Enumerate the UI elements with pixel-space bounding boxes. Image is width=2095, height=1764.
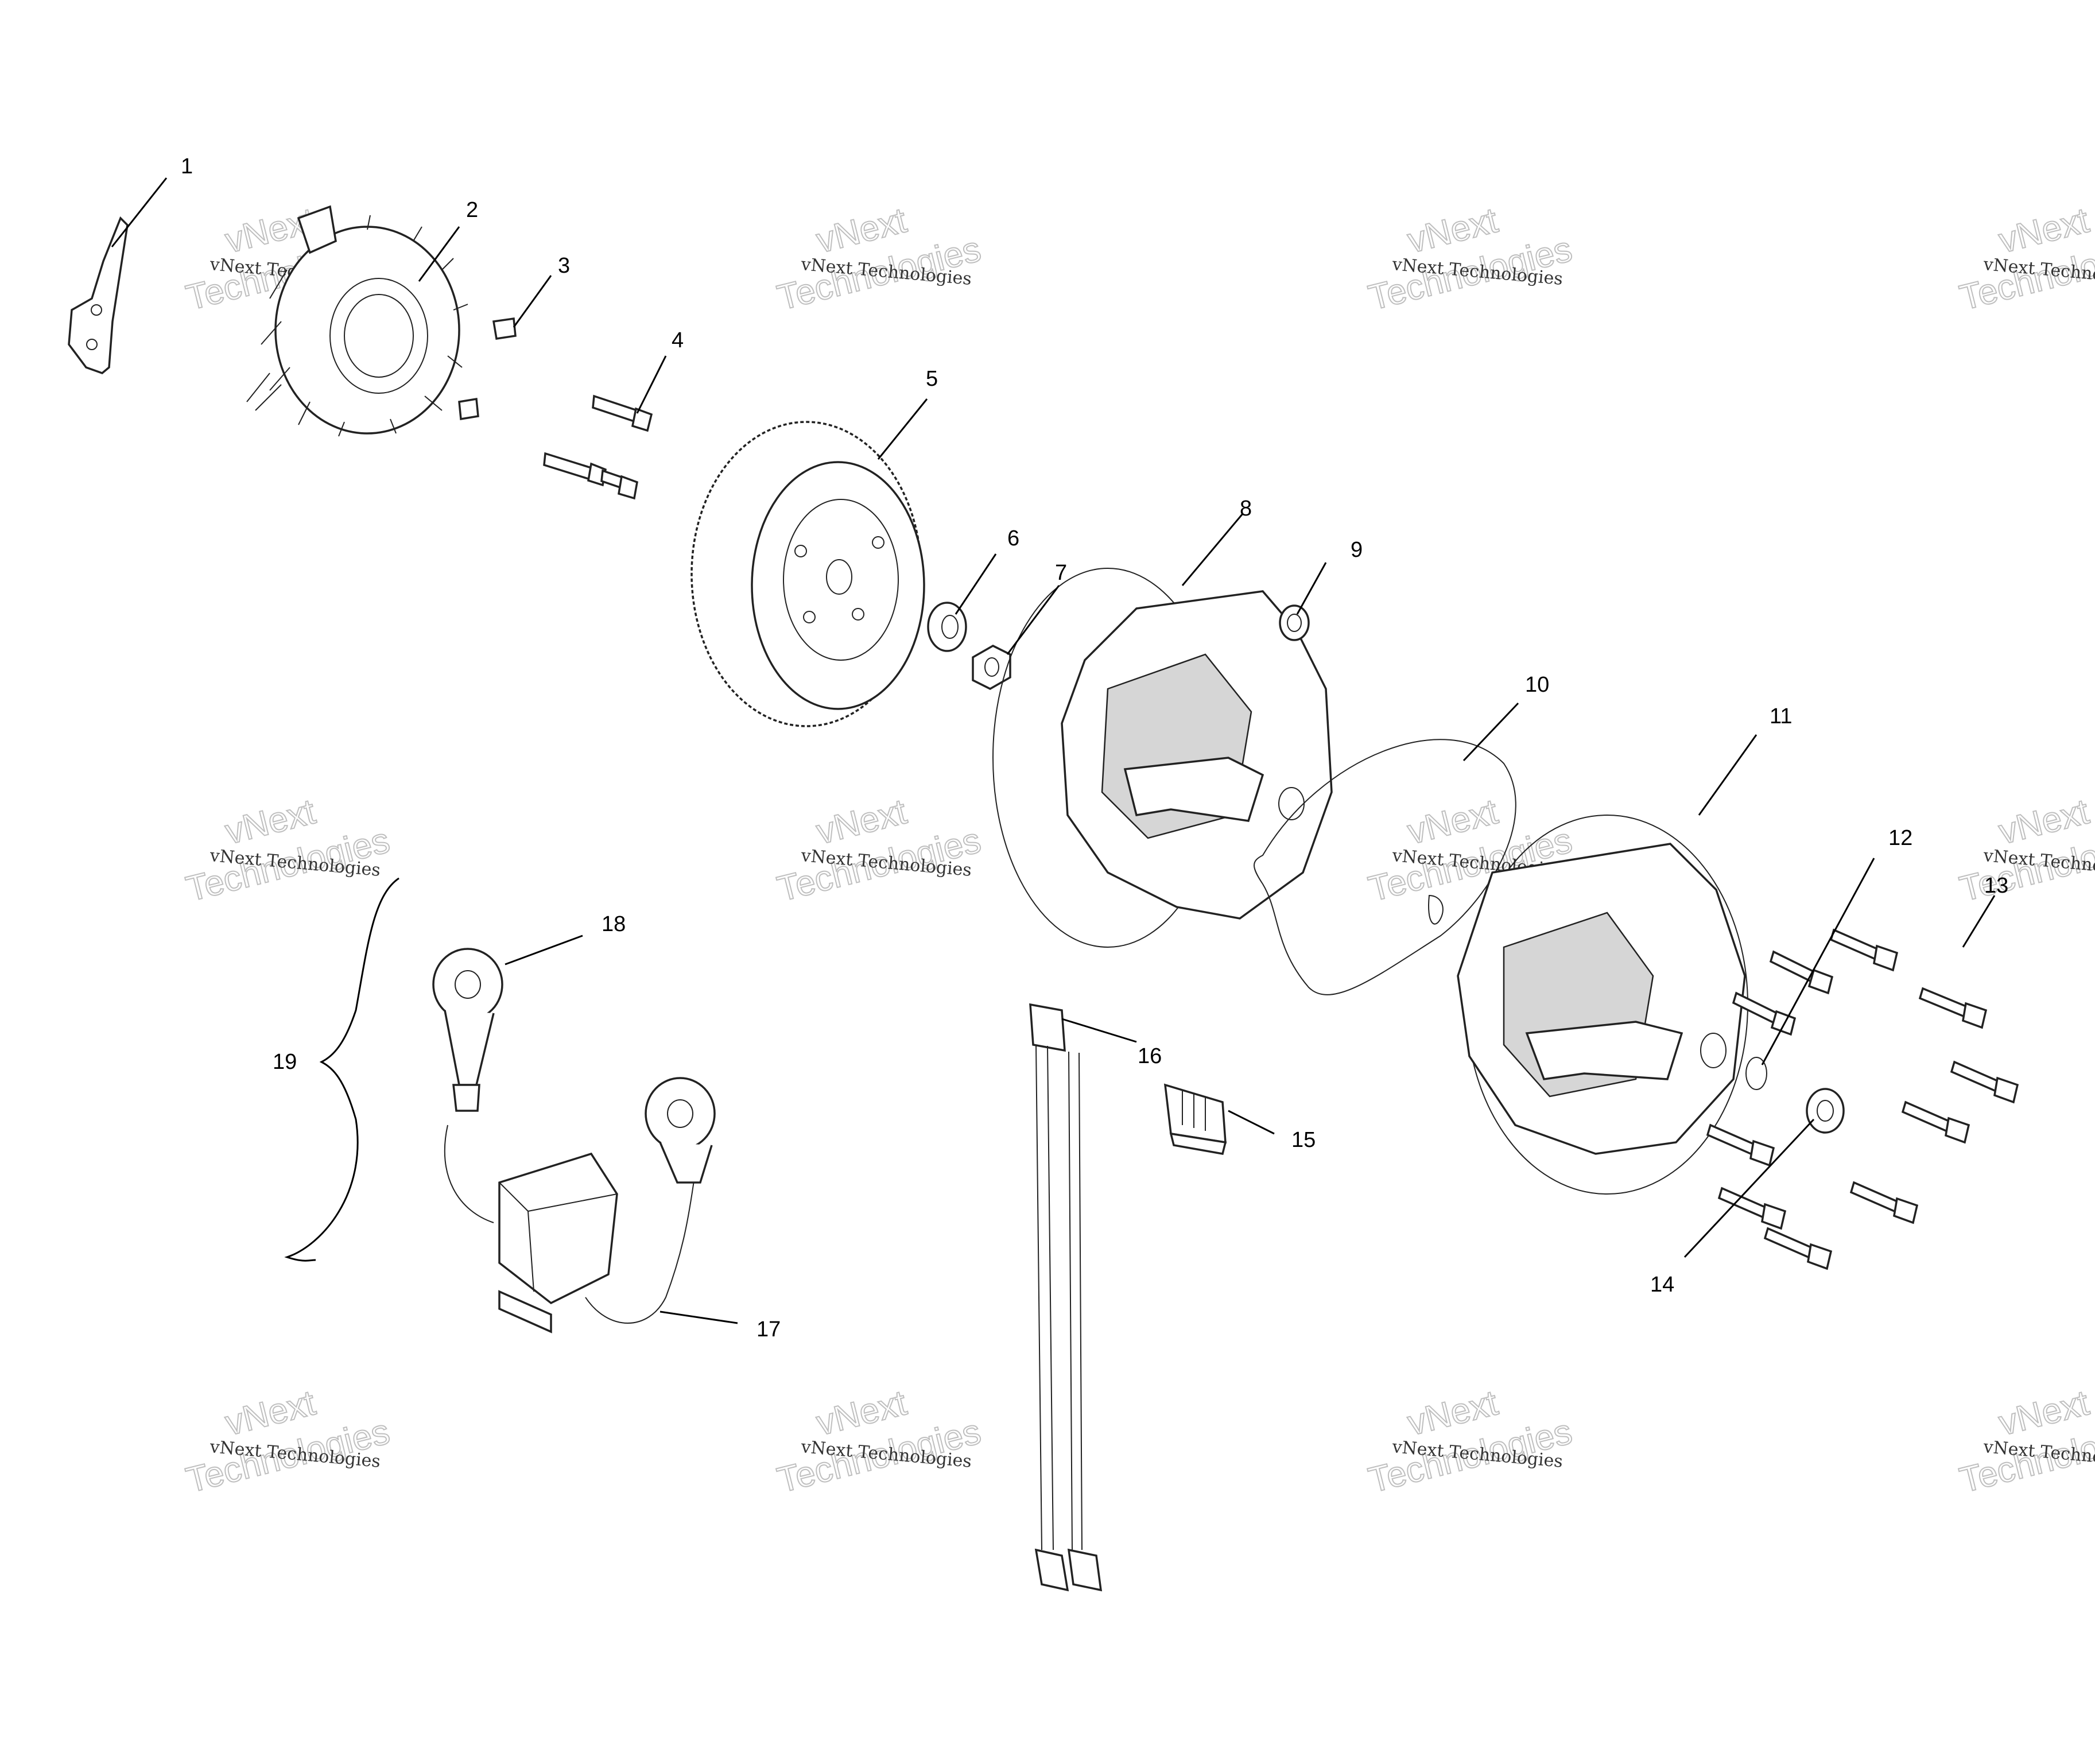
leader-12 <box>1761 858 1875 1065</box>
watermark: vNext Technologies vNext Technologies <box>1364 1382 1577 1501</box>
part-10-gasket <box>1254 739 1516 995</box>
leader-11 <box>1698 734 1758 816</box>
callout-4: 4 <box>672 328 684 352</box>
callout-19: 19 <box>273 1050 297 1074</box>
part-7-nut <box>972 645 1011 690</box>
callout-3: 3 <box>558 254 570 278</box>
part-13-cover-bolts <box>1706 928 2019 1270</box>
watermark: vNext Technologies vNext Technologies <box>1956 200 2095 319</box>
callout-9: 9 <box>1351 538 1363 562</box>
watermark: vNext Technologies vNext Technologies <box>182 791 394 910</box>
part-2-stator <box>246 205 468 437</box>
callout-numbers: 1 2 3 4 5 6 7 8 9 10 11 12 13 14 15 16 1… <box>181 154 2008 1342</box>
leader-6 <box>955 553 997 615</box>
callout-11: 11 <box>1770 704 1792 728</box>
leader-4 <box>636 355 667 414</box>
part-4-bolts <box>543 394 653 500</box>
leader-15 <box>1228 1110 1275 1135</box>
watermark: vNext Technologies vNext Technologies <box>1364 200 1577 319</box>
leader-18 <box>505 935 583 966</box>
callout-5: 5 <box>926 367 938 391</box>
part-11-outer-cover <box>1457 815 1748 1195</box>
callout-16: 16 <box>1138 1044 1162 1068</box>
leader-8 <box>1181 513 1244 586</box>
leader-5 <box>877 398 928 460</box>
part-14-spacer <box>1806 1088 1845 1134</box>
callout-12: 12 <box>1888 826 1912 850</box>
part-16-wire-harness <box>1029 1003 1103 1592</box>
leader-7 <box>1006 585 1060 655</box>
callout-1: 1 <box>181 154 193 179</box>
leader-10 <box>1462 702 1519 762</box>
leader-17 <box>659 1311 738 1324</box>
watermark: vNext Technologies vNext Technologies <box>773 200 986 319</box>
part-1-bracket <box>68 216 129 374</box>
leader-lines <box>111 177 1996 1324</box>
watermark: vNext Technologies vNext Technologies <box>773 791 986 910</box>
part-3-screws <box>458 317 517 421</box>
callout-7: 7 <box>1055 561 1067 585</box>
callout-10: 10 <box>1525 673 1549 697</box>
watermark: vNext Technologies vNext Technologies <box>773 1382 986 1501</box>
callout-17: 17 <box>756 1317 781 1342</box>
callout-8: 8 <box>1240 497 1252 521</box>
leader-13 <box>1962 895 1996 948</box>
part-9-dowel <box>1279 604 1310 641</box>
callout-15: 15 <box>1291 1128 1316 1152</box>
part-18-spark-plug-caps <box>432 948 716 1184</box>
part-6-washer <box>927 602 967 652</box>
watermark: vNext Technologies vNext Technologies <box>1956 1382 2095 1501</box>
callout-14: 14 <box>1650 1273 1674 1297</box>
leader-9 <box>1296 562 1327 615</box>
part-17-ignition-coil <box>444 1125 695 1333</box>
part-15-connector <box>1163 1083 1227 1156</box>
leader-16 <box>1061 1018 1137 1043</box>
part-5-flywheel <box>690 421 925 727</box>
leader-1 <box>111 177 168 247</box>
leader-2 <box>418 226 460 282</box>
callout-13: 13 <box>1984 874 2008 898</box>
part-12-o-ring <box>1745 1057 1767 1090</box>
callout-18: 18 <box>602 912 626 936</box>
leader-14 <box>1683 1118 1815 1258</box>
watermark: vNext Technologies vNext Technologies <box>1956 791 2095 910</box>
callout-6: 6 <box>1007 526 1019 550</box>
part-19-brace <box>284 877 399 1262</box>
callout-2: 2 <box>466 198 478 222</box>
watermark: vNext Technologies vNext Technologies <box>182 1382 394 1501</box>
leader-3 <box>513 275 552 328</box>
